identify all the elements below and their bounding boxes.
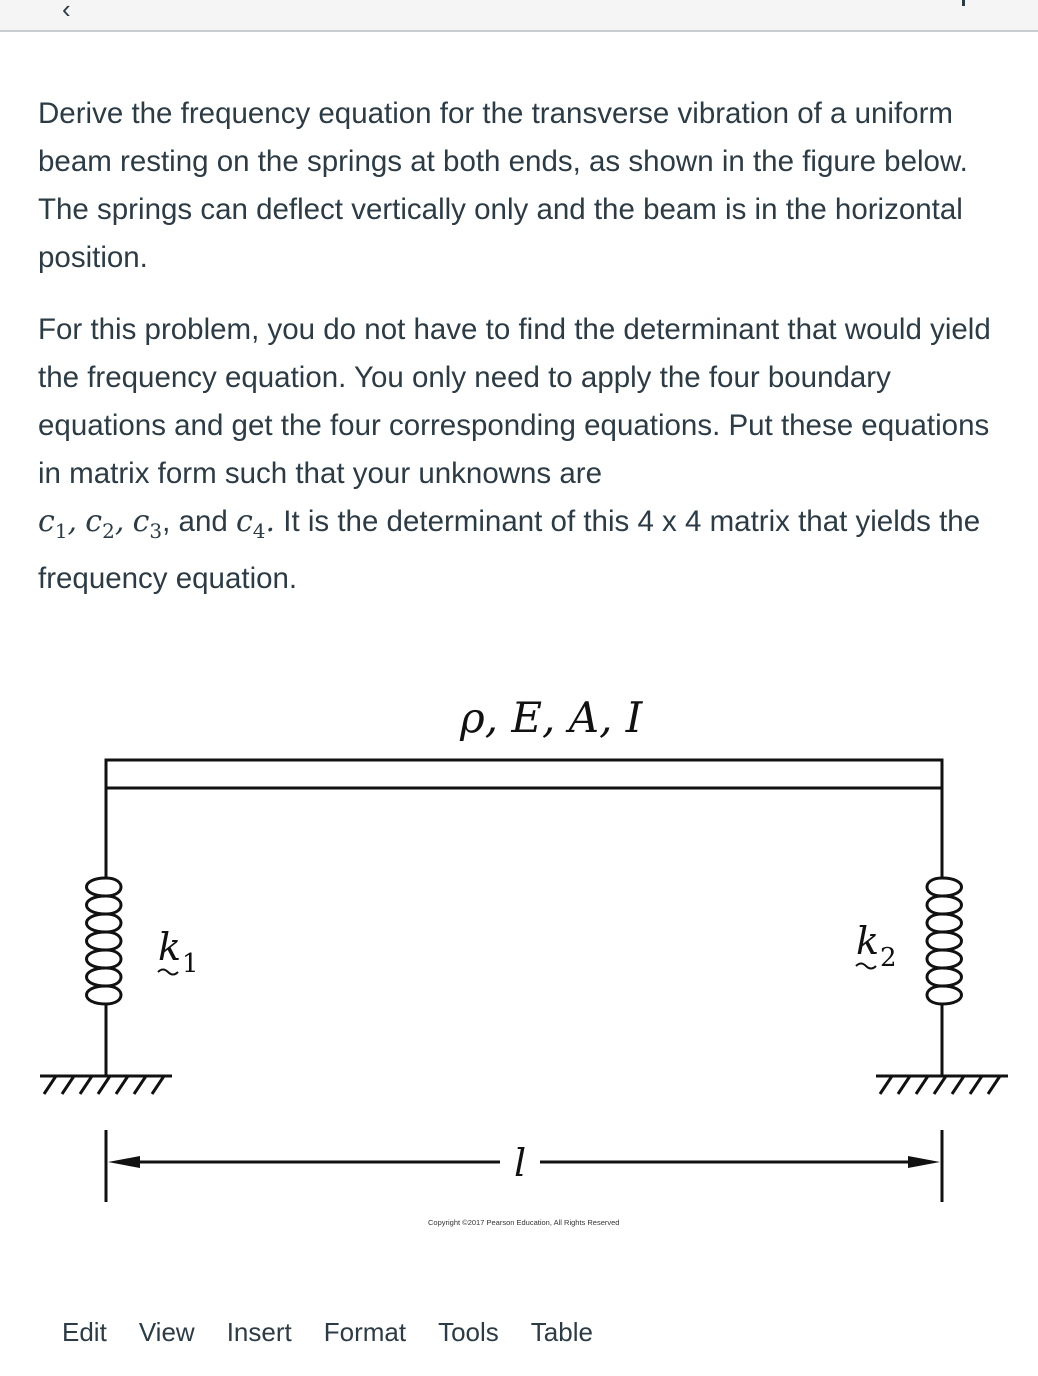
question-paragraph-2: For this problem, you do not have to fin… [38,306,1013,603]
menu-tools[interactable]: Tools [438,1316,499,1347]
paragraph-2-intro: For this problem, you do not have to fin… [38,313,991,490]
svg-text:1: 1 [182,949,199,979]
right-spring-label: k 2 [855,919,897,973]
left-spring-label: k 1 [157,925,199,979]
menu-format[interactable]: Format [323,1316,407,1347]
question-body: Derive the frequency equation for the tr… [38,90,1013,603]
beam-figure: ρ, E, A, I k 1 [30,680,1020,1240]
length-dimension [104,1130,944,1202]
svg-text:k: k [158,925,181,969]
menu-view[interactable]: View [138,1316,195,1347]
menu-insert[interactable]: Insert [226,1316,292,1347]
period: . [265,504,276,539]
editor-menubar: Edit View Insert Format Tools Table [62,1310,625,1354]
question-paragraph-1: Derive the frequency equation for the tr… [38,97,968,274]
menu-edit[interactable]: Edit [62,1316,107,1347]
right-ground [876,1074,1008,1095]
right-spring [925,788,963,1076]
comma: , [67,504,78,539]
length-label: l [514,1141,526,1185]
beam-properties-label: ρ, E, A, I [459,693,644,742]
left-ground [40,1074,172,1095]
copyright-notice: Copyright ©2017 Pearson Education, All R… [428,1218,619,1227]
left-spring [85,788,123,1076]
chevron-left-icon[interactable]: ‹ [62,0,71,24]
beam-diagram: ρ, E, A, I k 1 [40,693,1008,1227]
svg-text:k: k [856,919,879,963]
beam [104,758,944,790]
comma: , [114,504,125,539]
unknown-c4: c4 [235,504,266,543]
chevron-right-icon[interactable] [962,0,965,6]
top-bar: ‹ [0,0,1038,32]
unknown-c3: c3 [132,504,163,543]
svg-text:2: 2 [880,943,897,973]
paragraph-2-outro: It is the determinant of this 4 x 4 matr… [38,505,981,595]
unknown-c1: c1 [38,504,68,543]
and-text: , and [162,505,228,538]
unknown-c2: c2 [85,504,115,543]
menu-table[interactable]: Table [530,1316,593,1347]
